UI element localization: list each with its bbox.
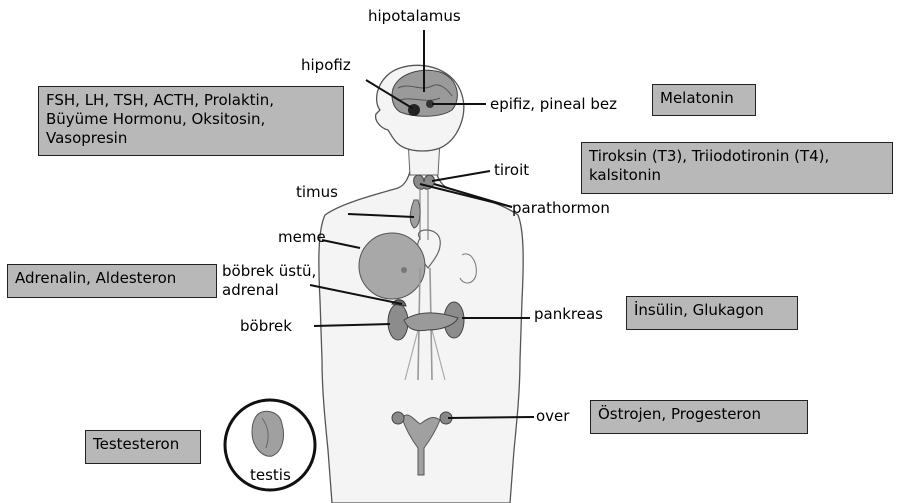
pituitary-hormones-line-2: Büyüme Hormonu, Oksitosin,	[46, 110, 336, 129]
hypothalamus-label: hipotalamus	[368, 7, 461, 25]
thymus-label: timus	[296, 183, 338, 201]
pancreas-hormones-text: İnsülin, Glukagon	[634, 301, 790, 320]
pituitary-hormones-line-3: Vasopresin	[46, 129, 336, 148]
thyroid-hormones-line-2: kalsitonin	[589, 166, 885, 185]
adrenal-hormones-text: Adrenalin, Aldesteron	[15, 269, 209, 288]
pineal-hormones-box: Melatonin	[652, 84, 756, 116]
testis-hormones-text: Testesteron	[93, 435, 193, 454]
ovary-label: over	[536, 407, 569, 425]
ovary-hormones-box: Östrojen, Progesteron	[590, 400, 808, 434]
pancreas-hormones-box: İnsülin, Glukagon	[626, 296, 798, 330]
thyroid-hormones-box: Tiroksin (T3), Triiodotironin (T4), kals…	[581, 142, 893, 194]
pineal-hormones-text: Melatonin	[660, 89, 748, 108]
testis-label: testis	[250, 466, 291, 484]
kidney-label: böbrek	[240, 317, 292, 335]
pancreas-label: pankreas	[534, 305, 603, 323]
pituitary-label: hipofiz	[301, 56, 351, 74]
parathyroid-label: parathormon	[512, 199, 610, 217]
thyroid-label: tiroit	[494, 161, 529, 179]
pituitary-hormones-box: FSH, LH, TSH, ACTH, Prolaktin, Büyüme Ho…	[38, 86, 344, 156]
adrenal-label-2: adrenal	[222, 281, 279, 299]
testis-hormones-box: Testesteron	[85, 430, 201, 464]
breast-icon	[359, 233, 425, 299]
thyroid-hormones-line-1: Tiroksin (T3), Triiodotironin (T4),	[589, 147, 885, 166]
ovary-left-icon	[392, 412, 404, 424]
pituitary-hormones-line-1: FSH, LH, TSH, ACTH, Prolaktin,	[46, 91, 336, 110]
breast-label: meme	[278, 228, 326, 246]
ovary-hormones-text: Östrojen, Progesteron	[598, 405, 800, 424]
adrenal-label-1: böbrek üstü,	[222, 262, 316, 280]
pineal-label: epifiz, pineal bez	[490, 95, 617, 113]
adrenal-hormones-box: Adrenalin, Aldesteron	[7, 264, 217, 298]
